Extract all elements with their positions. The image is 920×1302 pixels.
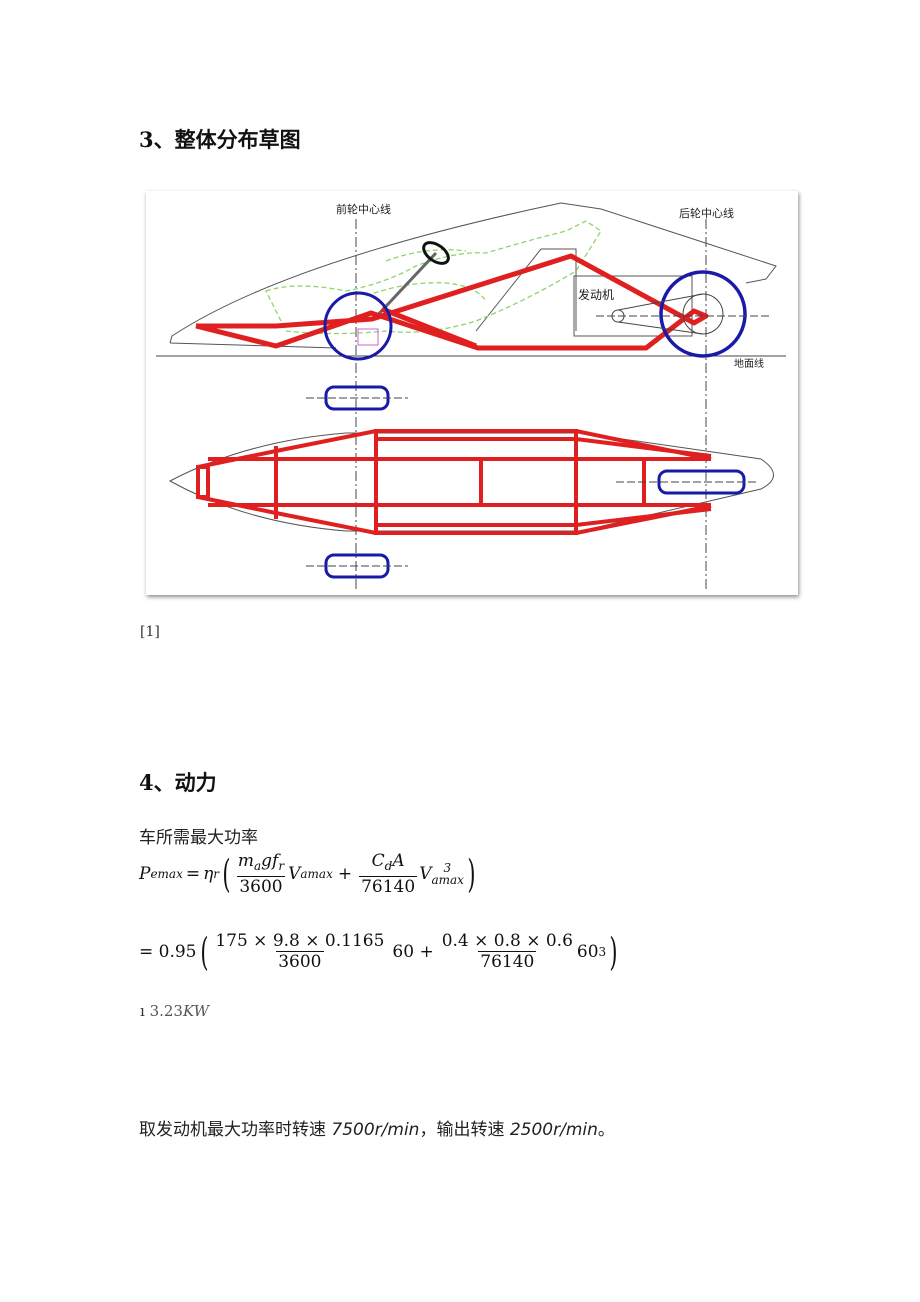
- sentence-part-b: ，输出转速: [419, 1120, 510, 1140]
- chain-bottom: [617, 321, 704, 335]
- formula-plus: +: [337, 864, 353, 884]
- power-substitution: = 0.95 ( 175 × 9.8 × 0.1165 3600 60 + 0.…: [139, 931, 621, 972]
- reference-mark: [1]: [140, 624, 160, 640]
- velocity-symbol-1: V: [288, 864, 301, 884]
- driver-silhouette: [265, 220, 602, 335]
- engine-block-outline: [573, 275, 693, 337]
- front-wheel-side: [323, 291, 393, 361]
- aero-drag-fraction: CdA 76140: [359, 851, 418, 897]
- left-paren: (: [222, 852, 231, 896]
- velocity-subscript-2: amax: [431, 873, 464, 887]
- chain-top: [617, 293, 704, 311]
- frac2-a: A: [392, 851, 405, 871]
- substitution-tail: 60: [576, 941, 599, 962]
- max-power-intro: 车所需最大功率: [139, 828, 258, 848]
- layout-sketch-figure: 前轮中心线 后轮中心线 发动机 地面线: [146, 191, 798, 595]
- engine-bay-outline: [475, 248, 577, 332]
- section-4-heading: 4、动力: [139, 770, 217, 795]
- rolling-resistance-fraction: magfr 3600: [236, 851, 286, 897]
- ground-line-label: 地面线: [734, 357, 764, 370]
- max-power-rpm: 7500r/min: [331, 1120, 420, 1140]
- result-unit: KW: [182, 1002, 210, 1020]
- frac2-c: C: [371, 851, 385, 871]
- formula-p-symbol: P: [139, 864, 151, 884]
- formula-eta: η: [203, 864, 214, 884]
- steering-wheel: [422, 241, 450, 265]
- power-result: ı 3.23KW: [140, 1002, 210, 1020]
- frac1-m-sub: a: [254, 859, 262, 873]
- result-value: 3.23: [149, 1002, 183, 1020]
- frac1-denominator: 3600: [237, 876, 285, 897]
- frac1-f-sub: r: [278, 859, 285, 873]
- subst-frac1-denominator: 3600: [276, 951, 324, 972]
- substitution-tail-exponent: 3: [598, 944, 607, 959]
- frac2-c-sub: d: [384, 859, 393, 873]
- frame-side-view: [195, 253, 709, 351]
- pedal-box: [357, 328, 379, 346]
- rear-wheel-side: [659, 270, 747, 358]
- subst-frac2-denominator: 76140: [478, 951, 537, 972]
- substitution-fraction-2: 0.4 × 0.8 × 0.6 76140: [440, 931, 575, 972]
- velocity-subscript-1: amax: [300, 867, 333, 881]
- sentence-part-a: 取发动机最大功率时转速: [139, 1120, 332, 1140]
- engine-speed-sentence: 取发动机最大功率时转速 7500r/min，输出转速 2500r/min。: [139, 1115, 615, 1140]
- substitution-middle: 60 +: [392, 941, 434, 962]
- body-outline-side: [169, 202, 777, 349]
- body-outline-top: [168, 432, 774, 532]
- formula-p-subscript: emax: [150, 867, 183, 881]
- substitution-fraction-1: 175 × 9.8 × 0.1165 3600: [213, 931, 386, 972]
- engine-label: 发动机: [578, 287, 614, 302]
- frame-side-member: [381, 306, 477, 349]
- velocity-exponent: 3: [443, 861, 452, 875]
- frac1-gf: gf: [261, 851, 279, 871]
- frac2-denominator: 76140: [359, 876, 418, 897]
- subst-frac2-numerator: 0.4 × 0.8 × 0.6: [441, 931, 573, 951]
- output-rpm: 2500r/min: [509, 1120, 598, 1140]
- formula-eta-subscript: r: [213, 867, 220, 881]
- subst-frac1-numerator: 175 × 9.8 × 0.1165: [215, 931, 385, 951]
- left-paren-2: (: [199, 929, 208, 974]
- frac1-m: m: [237, 851, 254, 871]
- rear-wheel-centerline-label: 后轮中心线: [679, 206, 734, 220]
- layout-sketch-drawing: 前轮中心线 后轮中心线 发动机 地面线: [156, 202, 786, 591]
- frame-top-view: [196, 429, 712, 535]
- right-paren-2: ): [609, 929, 618, 974]
- formula-equals: =: [185, 864, 201, 884]
- driver-limbs: [365, 249, 487, 302]
- right-paren: ): [467, 852, 476, 896]
- substitution-prefix: = 0.95: [139, 941, 197, 962]
- velocity-symbol-2: V: [419, 864, 432, 884]
- section-3-heading: 3、整体分布草图: [139, 127, 301, 152]
- sentence-part-c: 。: [597, 1120, 615, 1140]
- front-wheel-centerline-label: 前轮中心线: [336, 202, 391, 216]
